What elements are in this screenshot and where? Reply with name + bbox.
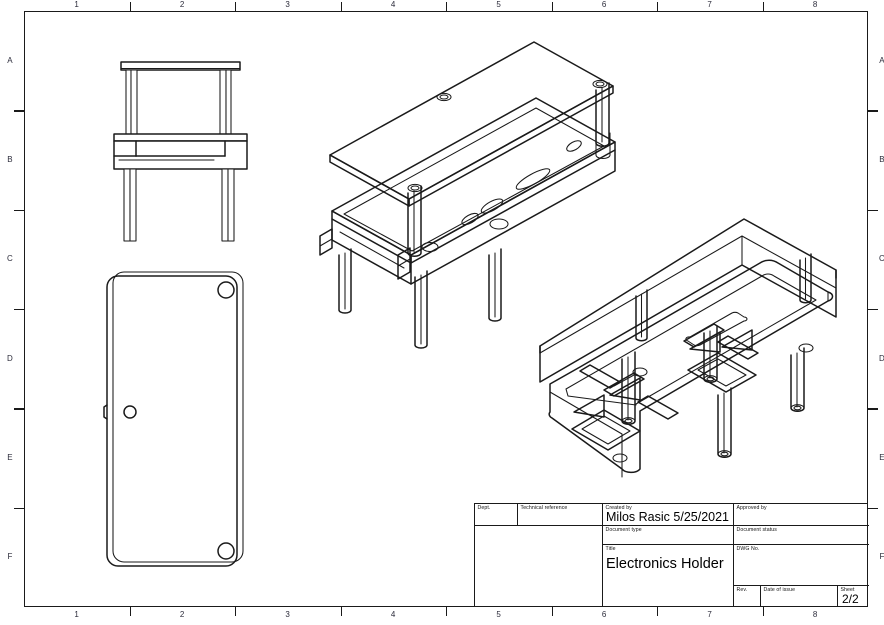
zone-column-8-bottom: 8 [812,610,818,619]
zone-column-tick-1-bottom [129,607,131,616]
zone-row-E-right: E [879,453,884,462]
title-label: Title [605,546,616,552]
zone-column-2-bottom: 2 [179,610,185,619]
zone-column-6-top: 6 [601,0,607,9]
title-block-created-by-cell: Created by Milos Rasic 5/25/2021 [603,504,734,526]
zone-column-3-top: 3 [285,0,291,9]
zone-column-6-bottom: 6 [601,610,607,619]
rev-label: Rev. [736,587,748,593]
zone-row-D-right: D [879,353,884,363]
zone-column-tick-7-bottom [762,607,764,616]
title-block-document-status-cell: Document status [734,526,869,545]
zone-column-4-bottom: 4 [390,610,396,619]
zone-row-B-right: B [879,155,884,164]
zone-row-C-right: C [879,254,884,264]
title-block-document-type-cell: Document type [603,526,734,545]
zone-row-tick-5-right [868,507,878,509]
drawing-title-value: Electronics Holder [606,556,724,572]
zone-row-B-left: B [7,155,13,164]
zone-row-tick-3-right [868,309,878,311]
created-by-label: Created by [605,505,632,511]
document-type-label: Document type [605,527,642,533]
zone-column-tick-3-top [340,2,342,11]
zone-column-5-top: 5 [496,0,502,9]
zone-row-F-right: F [879,552,884,562]
title-block-sheet-cell: Sheet 2/2 [838,586,869,607]
zone-column-tick-2-bottom [235,607,237,616]
zone-column-5-bottom: 5 [496,610,502,619]
zone-row-tick-1-left [14,110,24,112]
title-block-rev-cell: Rev. [734,586,761,607]
sheet-label: Sheet [840,587,855,593]
zone-column-4-top: 4 [390,0,396,9]
zone-row-tick-2-left [14,209,24,211]
zone-column-8-top: 8 [812,0,818,9]
zone-row-C-left: C [7,254,13,264]
zone-column-7-top: 7 [707,0,713,9]
document-status-label: Document status [736,527,777,533]
sheet-value: 2/2 [842,592,859,606]
zone-row-A-right: A [879,55,884,65]
zone-row-D-left: D [7,353,13,363]
approved-by-label: Approved by [736,505,767,511]
zone-row-tick-2-right [868,209,878,211]
zone-column-tick-5-bottom [551,607,553,616]
title-block-technical-reference-cell: Technical reference [518,504,603,526]
zone-column-1-bottom: 1 [74,610,80,619]
created-by-value: Milos Rasic [606,510,670,524]
date-of-issue-label: Date of issue [763,587,796,593]
zone-row-A-left: A [7,55,13,65]
zone-column-1-top: 1 [74,0,80,9]
zone-row-tick-4-left [14,408,24,410]
title-block-title-cell: Title Electronics Holder [603,545,734,607]
dwg-no-label: DWG No. [736,546,760,552]
zone-column-3-bottom: 3 [285,610,291,619]
title-block: Dept. Technical reference Created by Mil… [474,503,869,607]
zone-row-E-left: E [7,453,13,462]
title-block-date-of-issue-cell: Date of issue [761,586,838,607]
zone-column-tick-6-top [657,2,659,11]
zone-row-tick-3-left [14,309,24,311]
zone-column-tick-1-top [129,2,131,11]
zone-column-tick-4-top [446,2,448,11]
zone-column-tick-4-bottom [446,607,448,616]
zone-row-tick-1-right [868,110,878,112]
zone-column-2-top: 2 [179,0,185,9]
zone-row-F-left: F [7,552,13,562]
created-date-value: 5/25/2021 [673,510,729,524]
zone-column-tick-7-top [762,2,764,11]
zone-row-tick-4-right [868,408,878,410]
technical-reference-label: Technical reference [520,505,568,511]
zone-column-tick-2-top [235,2,237,11]
zone-column-tick-3-bottom [340,607,342,616]
title-block-left-blank-cell [475,526,603,607]
title-block-dept-cell: Dept. [475,504,518,526]
drawing-frame [24,11,868,607]
zone-row-tick-5-left [14,507,24,509]
title-block-approved-by-cell: Approved by [734,504,869,526]
zone-column-tick-6-bottom [657,607,659,616]
title-block-dwg-no-cell: DWG No. [734,545,869,586]
zone-column-7-bottom: 7 [707,610,713,619]
zone-column-tick-5-top [551,2,553,11]
dept-label: Dept. [477,505,491,511]
